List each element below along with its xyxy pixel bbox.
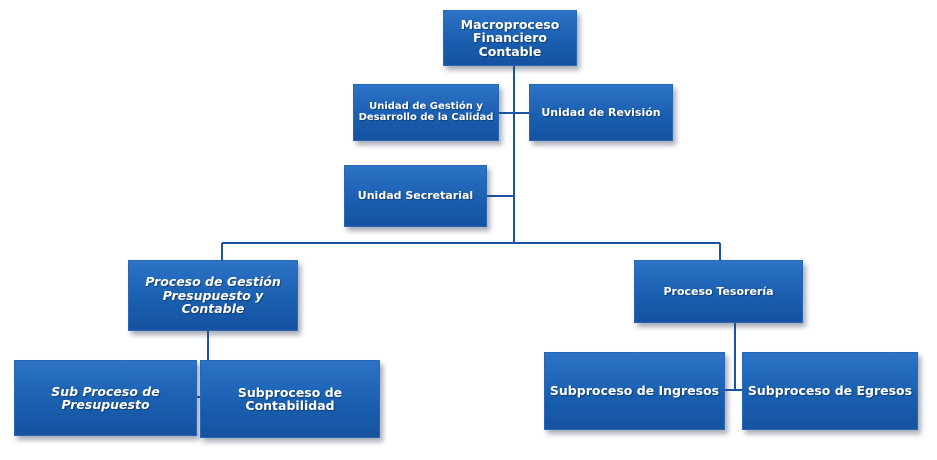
node-sub-accounting: Subproceso de Contabilidad xyxy=(200,360,380,438)
node-treasury: Proceso Tesorería xyxy=(634,260,803,323)
node-sub-expenses: Subproceso de Egresos xyxy=(742,352,918,430)
node-secretarial: Unidad Secretarial xyxy=(344,165,487,227)
node-review-label: Unidad de Revisión xyxy=(541,105,661,119)
node-quality-label: Unidad de Gestión y Desarrollo de la Cal… xyxy=(358,100,494,123)
node-quality: Unidad de Gestión y Desarrollo de la Cal… xyxy=(353,84,499,141)
node-sub-budget: Sub Proceso de Presupuesto xyxy=(14,360,197,436)
node-sub-income-label: Subproceso de Ingresos xyxy=(549,383,720,399)
node-root-label: Macroproceso Financiero Contable xyxy=(460,16,560,59)
node-sub-expenses-label: Subproceso de Egresos xyxy=(747,383,913,399)
node-sub-income: Subproceso de Ingresos xyxy=(544,352,725,430)
node-treasury-label: Proceso Tesorería xyxy=(663,284,774,298)
node-budget-accounting-label: Proceso de Gestión Presupuesto y Contabl… xyxy=(145,274,281,317)
node-root: Macroproceso Financiero Contable xyxy=(443,10,577,66)
node-review: Unidad de Revisión xyxy=(529,84,673,141)
node-secretarial-label: Unidad Secretarial xyxy=(357,189,474,203)
node-budget-accounting: Proceso de Gestión Presupuesto y Contabl… xyxy=(128,260,298,331)
node-sub-accounting-label: Subproceso de Contabilidad xyxy=(237,384,343,413)
node-sub-budget-label: Sub Proceso de Presupuesto xyxy=(51,383,160,412)
